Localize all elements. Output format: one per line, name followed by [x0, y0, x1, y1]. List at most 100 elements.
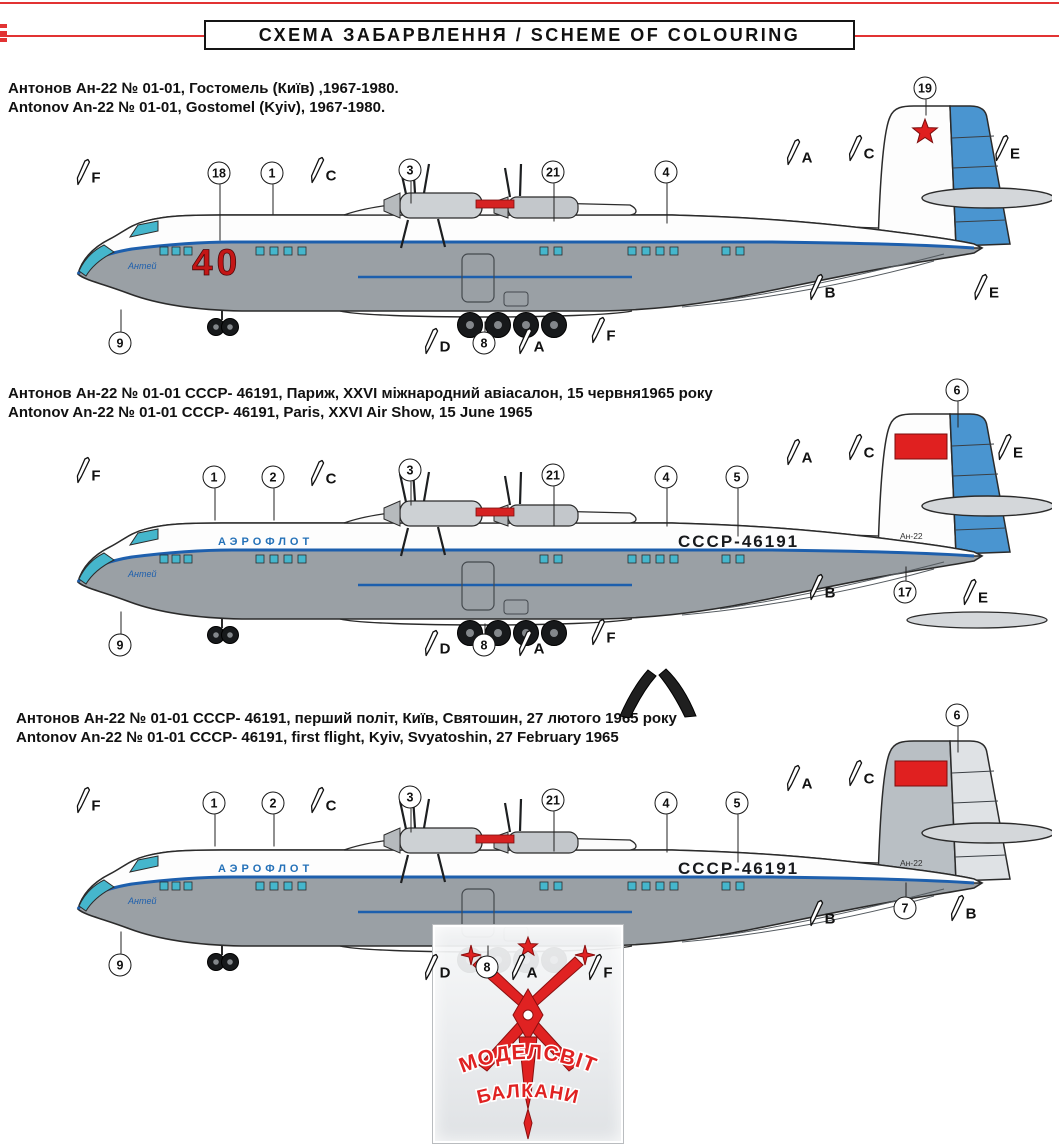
callout-number-2: 2 [261, 465, 285, 521]
paint-callout-F: F [75, 786, 101, 814]
paint-letter: C [863, 770, 875, 788]
paint-letter: D [439, 964, 451, 982]
nose-name: Антей [127, 896, 156, 906]
callout-number-1: 1 [202, 791, 226, 847]
registration: СССР-46191 [678, 859, 799, 878]
leader-line [120, 931, 121, 954]
rudder-panel-lines [951, 443, 1007, 531]
caption-ua: Антонов Ан-22 № 01-01, Гостомель (Київ) … [8, 80, 399, 97]
paint-callout-B: B [809, 899, 836, 928]
paint-callout-D: D [424, 327, 450, 355]
callout-circle: 1 [202, 791, 226, 815]
paint-callout-A: A [511, 953, 537, 981]
propeller-blades-detail [619, 668, 697, 718]
paint-callout-A: A [786, 138, 812, 166]
nose-name: Антей [127, 261, 156, 271]
scheme-caption: Антонов Ан-22 № 01-01 СССР- 46191, Париж… [8, 384, 713, 422]
leader-line [905, 566, 906, 581]
scheme-caption: Антонов Ан-22 № 01-01, Гостомель (Київ) … [8, 79, 399, 117]
callout-number-8: 8 [472, 321, 496, 355]
callout-circle: 9 [108, 331, 132, 355]
paint-callout-B: B [950, 894, 976, 922]
brush-icon [76, 158, 91, 186]
brush-icon [974, 273, 988, 301]
scheme-caption: Антонов Ан-22 № 01-01 СССР- 46191, перши… [16, 709, 677, 747]
intake-red-stripe [475, 199, 515, 209]
hatch [503, 291, 529, 307]
paint-letter: C [863, 444, 875, 462]
paint-callout-A: A [518, 327, 544, 355]
brush-icon [310, 459, 325, 487]
intake-red-stripe [475, 507, 515, 517]
propeller-blades [398, 469, 447, 557]
paint-letter: E [1009, 145, 1021, 163]
main-gear [457, 312, 567, 338]
cockpit-glazing [128, 855, 159, 873]
aircraft-profile: Ан-22 Антей АЭРОФЛОТ СССР-46191 [72, 406, 1055, 671]
callout-number-21: 21 [541, 463, 565, 527]
leader-line [120, 611, 121, 634]
callout-number-9: 9 [108, 931, 132, 977]
leader-line [410, 181, 411, 204]
paint-callout-F: F [590, 316, 616, 344]
callout-number-5: 5 [725, 791, 749, 863]
scheme-first-flight-1965: Антонов Ан-22 № 01-01 СССР- 46191, перши… [0, 703, 1059, 1037]
callout-number-7: 7 [893, 882, 917, 920]
paint-callout-A: A [786, 438, 812, 466]
callout-number-4: 4 [654, 160, 678, 224]
airline-titles: АЭРОФЛОТ [218, 863, 313, 875]
cockpit-glazing [128, 528, 159, 546]
engine-2 [493, 163, 579, 219]
paint-letter: B [824, 910, 836, 928]
brush-icon [786, 138, 801, 166]
cabin-windows [159, 246, 745, 256]
rudder-panel-lines [951, 135, 1007, 223]
callout-number-21: 21 [541, 788, 565, 852]
paint-letter: F [91, 169, 101, 187]
top-red-rule [0, 2, 1059, 4]
callout-circle: 3 [398, 458, 422, 482]
paint-letter: B [824, 284, 836, 302]
callout-number-3: 3 [398, 458, 422, 506]
brush-icon [310, 156, 325, 184]
brush-icon [424, 953, 439, 981]
brush-icon [809, 273, 824, 301]
board-number: 40 [192, 242, 241, 283]
paint-callout-F: F [590, 618, 616, 646]
nose-glazing [78, 552, 115, 585]
fin-star [911, 117, 939, 144]
fin-flag [894, 760, 948, 787]
callout-circle: 2 [261, 465, 285, 489]
registration: СССР-46191 [678, 532, 799, 551]
paint-letter: C [325, 797, 337, 815]
brush-icon [518, 327, 533, 355]
callout-circle: 1 [202, 465, 226, 489]
callout-circle: 6 [945, 378, 969, 402]
an22-side-profile: Ан-22 Антей АЭРОФЛОТ СССР-46191 [76, 413, 1055, 646]
paint-letter: A [533, 640, 545, 658]
rudder-panel-lines [951, 770, 1007, 858]
callout-circle: 4 [654, 791, 678, 815]
callout-number-6: 6 [945, 378, 969, 428]
callout-number-9: 9 [108, 611, 132, 657]
leader-line [272, 184, 273, 215]
paint-callout-F: F [587, 953, 613, 981]
callout-circle: 18 [207, 161, 231, 185]
stabilizer-detail [906, 611, 1048, 629]
paint-letter: E [988, 284, 1000, 302]
scheme-paris-1965: Антонов Ан-22 № 01-01 СССР- 46191, Париж… [0, 378, 1059, 702]
leader-line [666, 488, 667, 527]
brush-icon [511, 953, 526, 981]
airline-titles: АЭРОФЛОТ [218, 536, 313, 548]
cockpit-glazing [128, 220, 159, 238]
caption-ua: Антонов Ан-22 № 01-01 СССР- 46191, перши… [16, 710, 677, 727]
brush-icon [786, 438, 801, 466]
paint-callout-D: D [424, 629, 450, 657]
paint-callout-E: E [973, 273, 1000, 302]
leader-line [957, 401, 958, 428]
nose-gear [207, 946, 239, 971]
paint-letter: C [325, 470, 337, 488]
brush-icon [848, 134, 863, 162]
